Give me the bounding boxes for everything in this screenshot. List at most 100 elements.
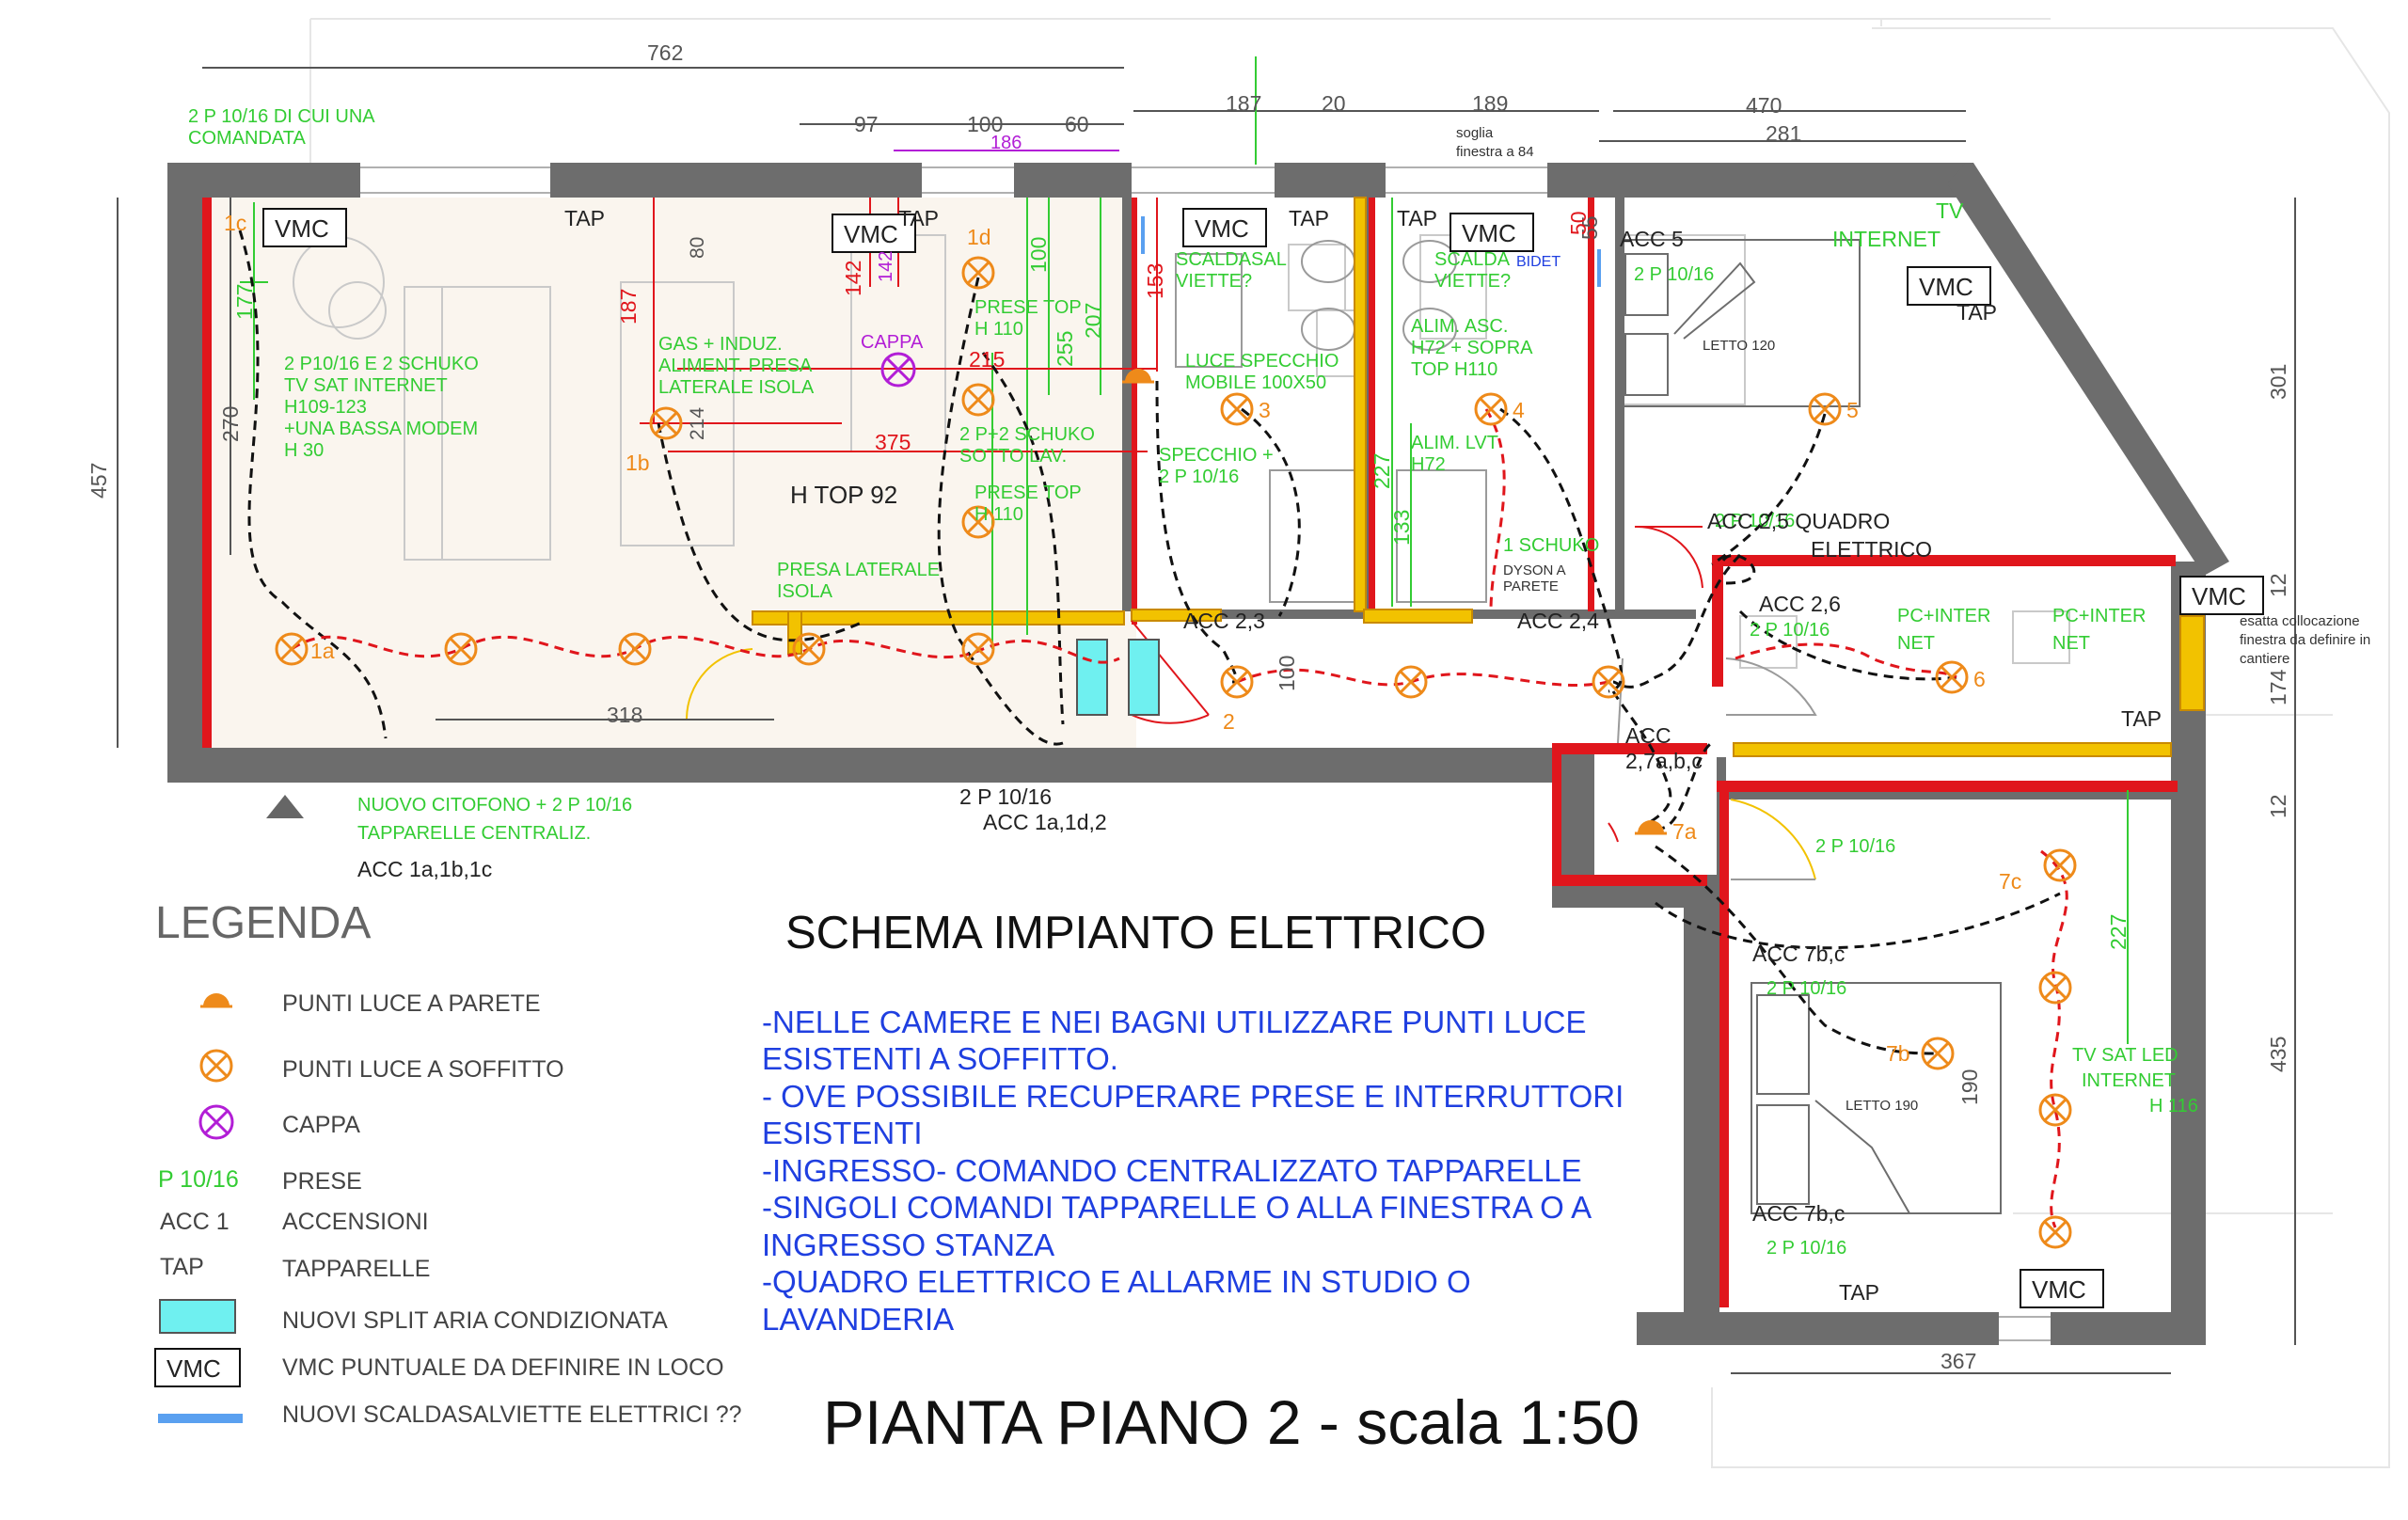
dimension-lines	[117, 67, 2296, 1374]
legend-heater-icon	[158, 1414, 243, 1423]
light-5-icon	[1808, 392, 1842, 426]
cappa-label: CAPPA	[861, 332, 924, 353]
vmc-label: VMC	[1462, 219, 1516, 247]
vmc-box	[262, 208, 347, 247]
dimension-100: 100	[967, 112, 1003, 136]
windows	[360, 166, 2051, 1341]
legend-cappa-icon	[198, 1104, 234, 1140]
tap-label: TAP	[1397, 206, 1437, 230]
vmc-box	[1450, 213, 1534, 252]
acc-2-4: ACC 2,4	[1517, 609, 1599, 633]
note-lvt: ALIM. LVT	[1411, 433, 1498, 453]
point-7b: 7b	[1886, 1041, 1910, 1066]
sill-note: soglia	[1456, 125, 1494, 141]
dimension-187: 187	[1226, 91, 1261, 116]
vmc-label: VMC	[844, 220, 898, 248]
note-presa-top: H 110	[974, 504, 1023, 525]
note-presa-top: H 110	[974, 319, 1023, 340]
dimension-227: 227	[2106, 914, 2131, 950]
point-7c: 7c	[1999, 869, 2021, 894]
note-schuko: SOTTO LAV.	[959, 446, 1067, 467]
note-lvt: H72	[1411, 454, 1446, 475]
point-4: 4	[1513, 398, 1525, 422]
dimension-133: 133	[1389, 510, 1414, 546]
note-p2: TV SAT INTERNET	[284, 375, 448, 396]
point-1b: 1b	[626, 451, 650, 475]
green-notes: 2 P 10/16 DI CUI UNA COMANDATA 2 P10/16 …	[188, 106, 2198, 1259]
tap-label: TAP	[1956, 300, 1997, 325]
doors	[685, 525, 1817, 880]
note-line: -QUADRO ELETTRICO E ALLARME IN STUDIO O	[762, 1264, 1471, 1299]
dimension-301: 301	[2266, 364, 2290, 400]
acc-7bc: ACC 7b,c	[1752, 1201, 1845, 1226]
light-icon	[1394, 665, 1428, 699]
black-labels: ACC 1a,1b,1c 2 P 10/16 ACC 1a,1d,2 ACC 2…	[357, 227, 1932, 1226]
light-point-labels: 1c 1d 1b 1a 2 3 4 5 6 7a 7c 7b	[224, 211, 2021, 1066]
note-citofono: NUOVO CITOFONO + 2 P 10/16	[357, 795, 632, 815]
note-p2: H109-123	[284, 397, 367, 418]
ac-splits	[1076, 639, 1160, 716]
bed-120	[1619, 239, 1861, 407]
dimension-318: 318	[607, 703, 642, 727]
vmc-box	[2179, 576, 2264, 615]
dimension-227: 227	[1370, 453, 1394, 489]
vmc-box	[2020, 1269, 2104, 1308]
note-schuko: 2 P+2 SCHUKO	[959, 424, 1095, 445]
dimension-457: 457	[87, 463, 111, 499]
legend-symbol-vmc: VMC	[166, 1354, 221, 1383]
point-3: 3	[1259, 398, 1271, 422]
wiring-black	[238, 230, 2061, 1055]
vmc-label: VMC	[1195, 214, 1249, 243]
note-tv-sat: TV SAT LED	[2072, 1045, 2178, 1066]
point-5: 5	[1846, 398, 1859, 422]
light-icon	[2038, 971, 2072, 1005]
dimension-numbers: 762 97 100 60 187 20 189 470 281 457 270…	[87, 40, 2290, 1373]
note-isola: PRESA LATERALE	[777, 560, 940, 580]
note-presa-top: PRESE TOP	[974, 297, 1082, 318]
dimension-762: 762	[647, 40, 683, 65]
acc-2-5-elettrico: ELETTRICO	[1811, 537, 1932, 562]
note-tv-sat: H 116	[2149, 1096, 2198, 1116]
new-walls-yellow	[752, 197, 2205, 757]
dimension-174: 174	[2266, 669, 2290, 705]
vmc-box	[1907, 266, 1991, 306]
green-dimensions: 100 255 207 227 133 227 177	[232, 237, 2131, 950]
legend-label: PUNTI LUCE A SOFFITTO	[282, 1056, 564, 1083]
cappa-icon	[880, 352, 916, 388]
dimension-207: 207	[1081, 303, 1105, 339]
light-icon	[2038, 1215, 2072, 1249]
dimension-214: 214	[687, 407, 708, 440]
diagram-title: PIANTA PIANO 2 - scala 1:50	[823, 1387, 1640, 1457]
note-specchio2: 2 P 10/16	[1159, 467, 1239, 487]
note-citofono: TAPPARELLE CENTRALIZ.	[357, 823, 591, 844]
red-dimension-lines	[640, 198, 1593, 452]
note-p-room5: 2 P 10/16	[1634, 264, 1714, 285]
note-p-7a: 2 P 10/16	[1815, 836, 1895, 857]
window-note: finestra da definire in	[2240, 632, 2370, 648]
note-p-7bc: 2 P 10/16	[1766, 1238, 1846, 1259]
dimension-190: 190	[1957, 1069, 1982, 1105]
legend-split-icon	[159, 1299, 236, 1334]
dimension-55: 55	[1577, 215, 1602, 240]
green-lines	[240, 56, 2129, 1044]
note-specchio: MOBILE 100X50	[1185, 372, 1326, 393]
legend-label: CAPPA	[282, 1112, 360, 1138]
dimension-50: 50	[1566, 211, 1591, 235]
legend-vmc-box	[154, 1348, 241, 1387]
dimension-281: 281	[1766, 121, 1801, 146]
dimension-12: 12	[2266, 573, 2290, 597]
vmc-labels: VMC VMC VMC VMC VMC VMC VMC	[275, 214, 2246, 1304]
legend-symbol-tap: TAP	[160, 1254, 204, 1280]
vmc-label: VMC	[275, 214, 329, 243]
note-gas: LATERALE ISOLA	[658, 377, 815, 398]
note-p-7bc: 2 P 10/16	[1766, 978, 1846, 999]
note-scald: SCALDA	[1434, 249, 1511, 270]
note-line: LAVANDERIA	[762, 1302, 954, 1337]
legend-label: PRESE	[282, 1168, 362, 1195]
dimension-80: 80	[687, 237, 708, 259]
note-p-quadro: 2 P 10/16	[1715, 511, 1795, 531]
vmc-box	[832, 214, 916, 253]
dimension-100: 100	[1026, 237, 1051, 273]
dimension-186: 186	[990, 133, 1022, 153]
